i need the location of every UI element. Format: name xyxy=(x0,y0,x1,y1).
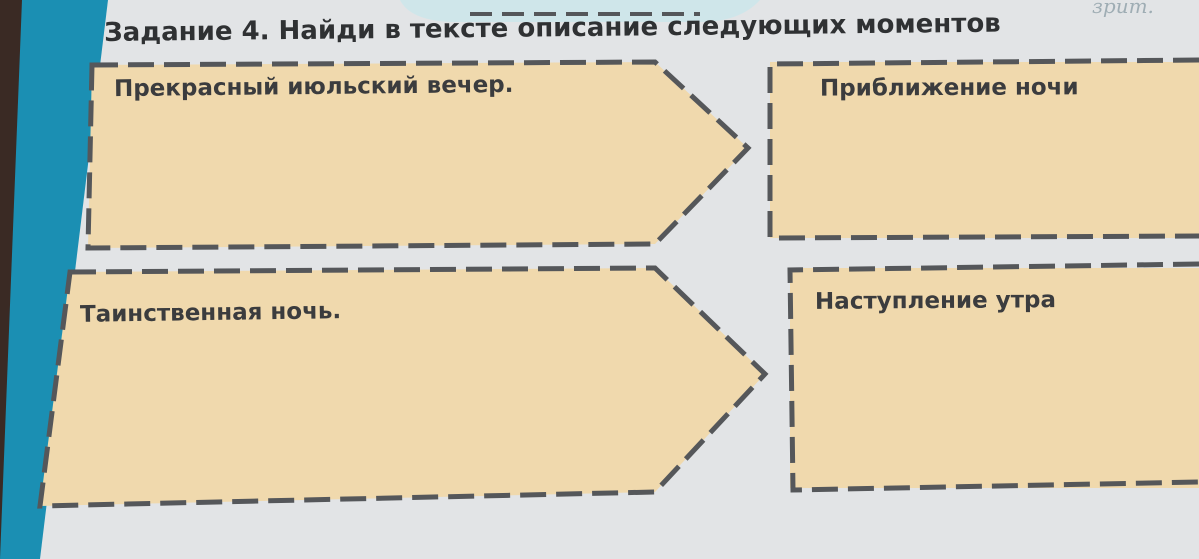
box-label-morning-onset: Наступление утра xyxy=(814,287,1057,315)
top-bubble xyxy=(400,0,760,22)
box-label-night-approach: Приближение ночи xyxy=(819,74,1079,102)
box-label-july-evening: Прекрасный июльский вечер. xyxy=(113,71,514,103)
box-3-border xyxy=(37,265,769,509)
box-3-fill xyxy=(40,268,765,506)
box-4-border xyxy=(787,261,1199,493)
box-label-mysterious-night: Таинственная ночь. xyxy=(79,298,342,328)
box-2-border xyxy=(767,57,1199,241)
handwritten-note: зрит. xyxy=(1092,0,1154,18)
box-2-fill xyxy=(770,62,1199,238)
box-4-fill xyxy=(790,268,1199,488)
box-1-border xyxy=(85,59,752,251)
box-1-fill xyxy=(88,62,748,248)
